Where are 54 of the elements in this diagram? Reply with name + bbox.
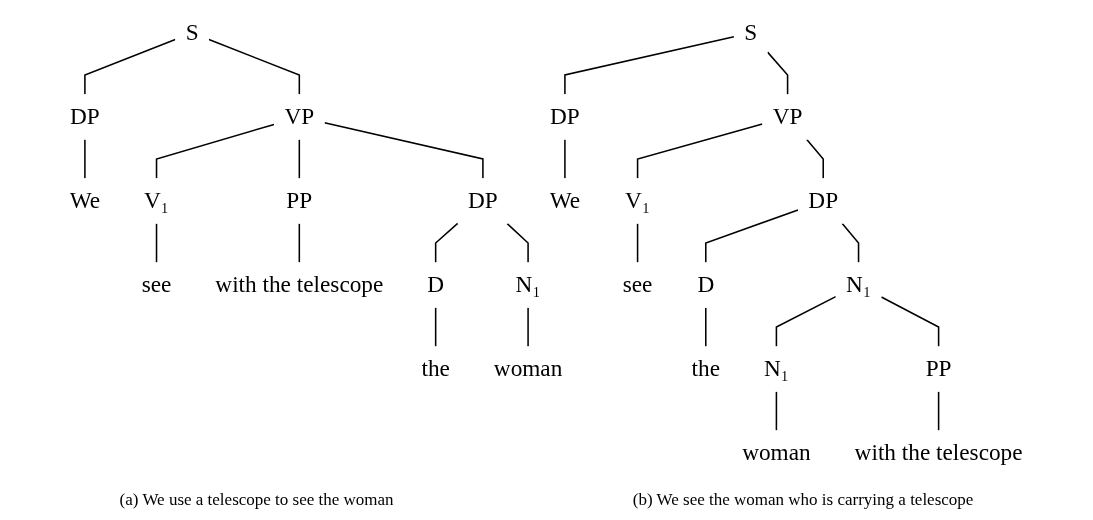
connector: [506, 222, 530, 264]
connector: [776, 295, 837, 348]
node-text: DP: [70, 103, 101, 130]
node-text: PP: [286, 187, 313, 214]
node-text: DP: [468, 187, 499, 214]
node-text: V₁: [625, 187, 651, 214]
connector: [564, 36, 736, 96]
connector: [841, 222, 860, 264]
node-text: We: [70, 187, 101, 214]
connector: [637, 123, 764, 180]
connector: [938, 390, 940, 432]
node-text: DP: [550, 103, 581, 130]
node-text: D: [427, 271, 445, 298]
node-text: N₁: [515, 271, 541, 298]
connector: [208, 38, 301, 96]
connector: [705, 306, 707, 348]
connector: [705, 209, 800, 264]
node-text: the: [691, 355, 721, 382]
node-text: see: [623, 271, 653, 298]
node-text: DP: [808, 187, 839, 214]
connector: [156, 222, 158, 264]
node-text: the: [421, 355, 451, 382]
node-text: PP: [926, 355, 952, 382]
connector: [84, 38, 177, 96]
connector: [435, 306, 437, 348]
caption-text: (a) We use a telescope to see the woman: [119, 490, 394, 510]
node-text: see: [142, 271, 172, 298]
connector: [564, 138, 567, 180]
node-text: We: [550, 187, 581, 214]
node-text: D: [697, 271, 715, 298]
connector: [324, 121, 485, 180]
connector: [298, 138, 301, 180]
node-text: with the telescope: [854, 439, 1023, 466]
node-text: VP: [773, 103, 803, 130]
node-text: woman: [494, 355, 563, 382]
node-text: VP: [284, 103, 315, 130]
node-text: with the telescope: [215, 271, 384, 298]
connector: [767, 51, 789, 96]
connector: [637, 222, 639, 264]
connector: [435, 222, 459, 264]
connector: [84, 138, 87, 180]
node-text: V₁: [144, 187, 170, 214]
node-text: S: [744, 19, 758, 46]
connector: [298, 222, 301, 264]
connector: [156, 123, 276, 180]
connector: [806, 138, 825, 180]
connector: [527, 306, 530, 348]
connector: [880, 296, 940, 348]
node-text: woman: [742, 439, 812, 466]
connector: [776, 390, 778, 432]
node-text: N₁: [764, 355, 790, 382]
node-text: S: [186, 19, 199, 46]
node-text: N₁: [846, 271, 872, 298]
caption-text: (b) We see the woman who is carrying a telescope: [632, 490, 974, 510]
